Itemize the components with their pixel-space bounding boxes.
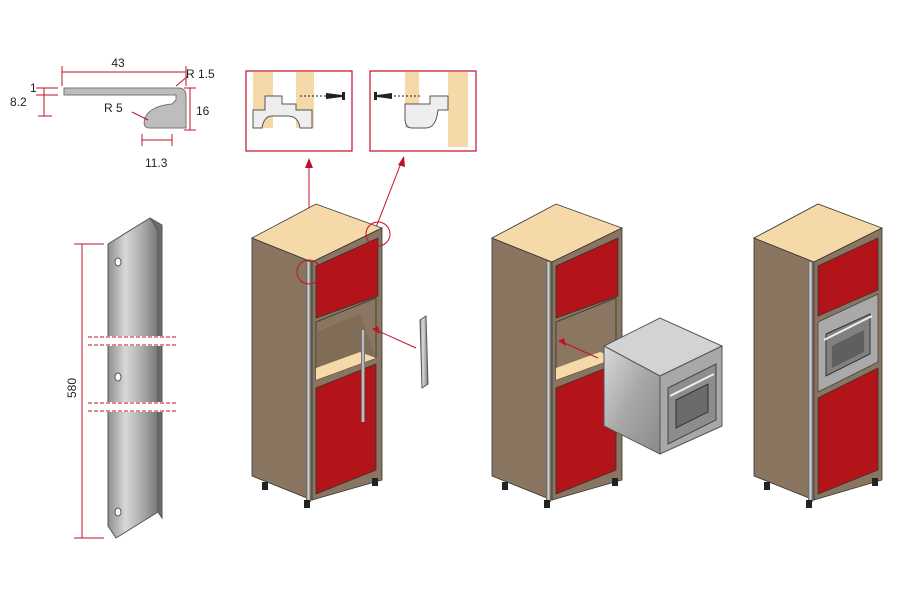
rail-part: 580 <box>65 217 190 539</box>
cabinet-1 <box>251 203 391 508</box>
dim-radius-top-label: R 1.5 <box>186 67 215 81</box>
screw-icon <box>326 92 345 100</box>
dim-flange-label: 11.3 <box>145 156 168 170</box>
detail-box-2 <box>369 70 477 152</box>
screw-icon <box>374 92 392 100</box>
rail-length-label: 580 <box>65 378 79 398</box>
dim-height-label: 16 <box>196 104 210 118</box>
dim-radius-inner-label: R 5 <box>104 101 123 115</box>
detail-box-1 <box>245 70 353 152</box>
profile-cross-section: 43 1 8.2 R 1.5 R 5 16 11.3 <box>10 56 215 170</box>
dim-thickness-label: 1 <box>30 81 37 95</box>
cabinet-2 <box>491 203 624 508</box>
cabinet-3 <box>753 203 883 508</box>
dim-lip-label: 8.2 <box>10 95 27 109</box>
rail-insert <box>372 315 429 389</box>
oven-icon <box>558 317 724 455</box>
profile-shape <box>63 87 187 129</box>
dim-width-label: 43 <box>111 56 125 70</box>
